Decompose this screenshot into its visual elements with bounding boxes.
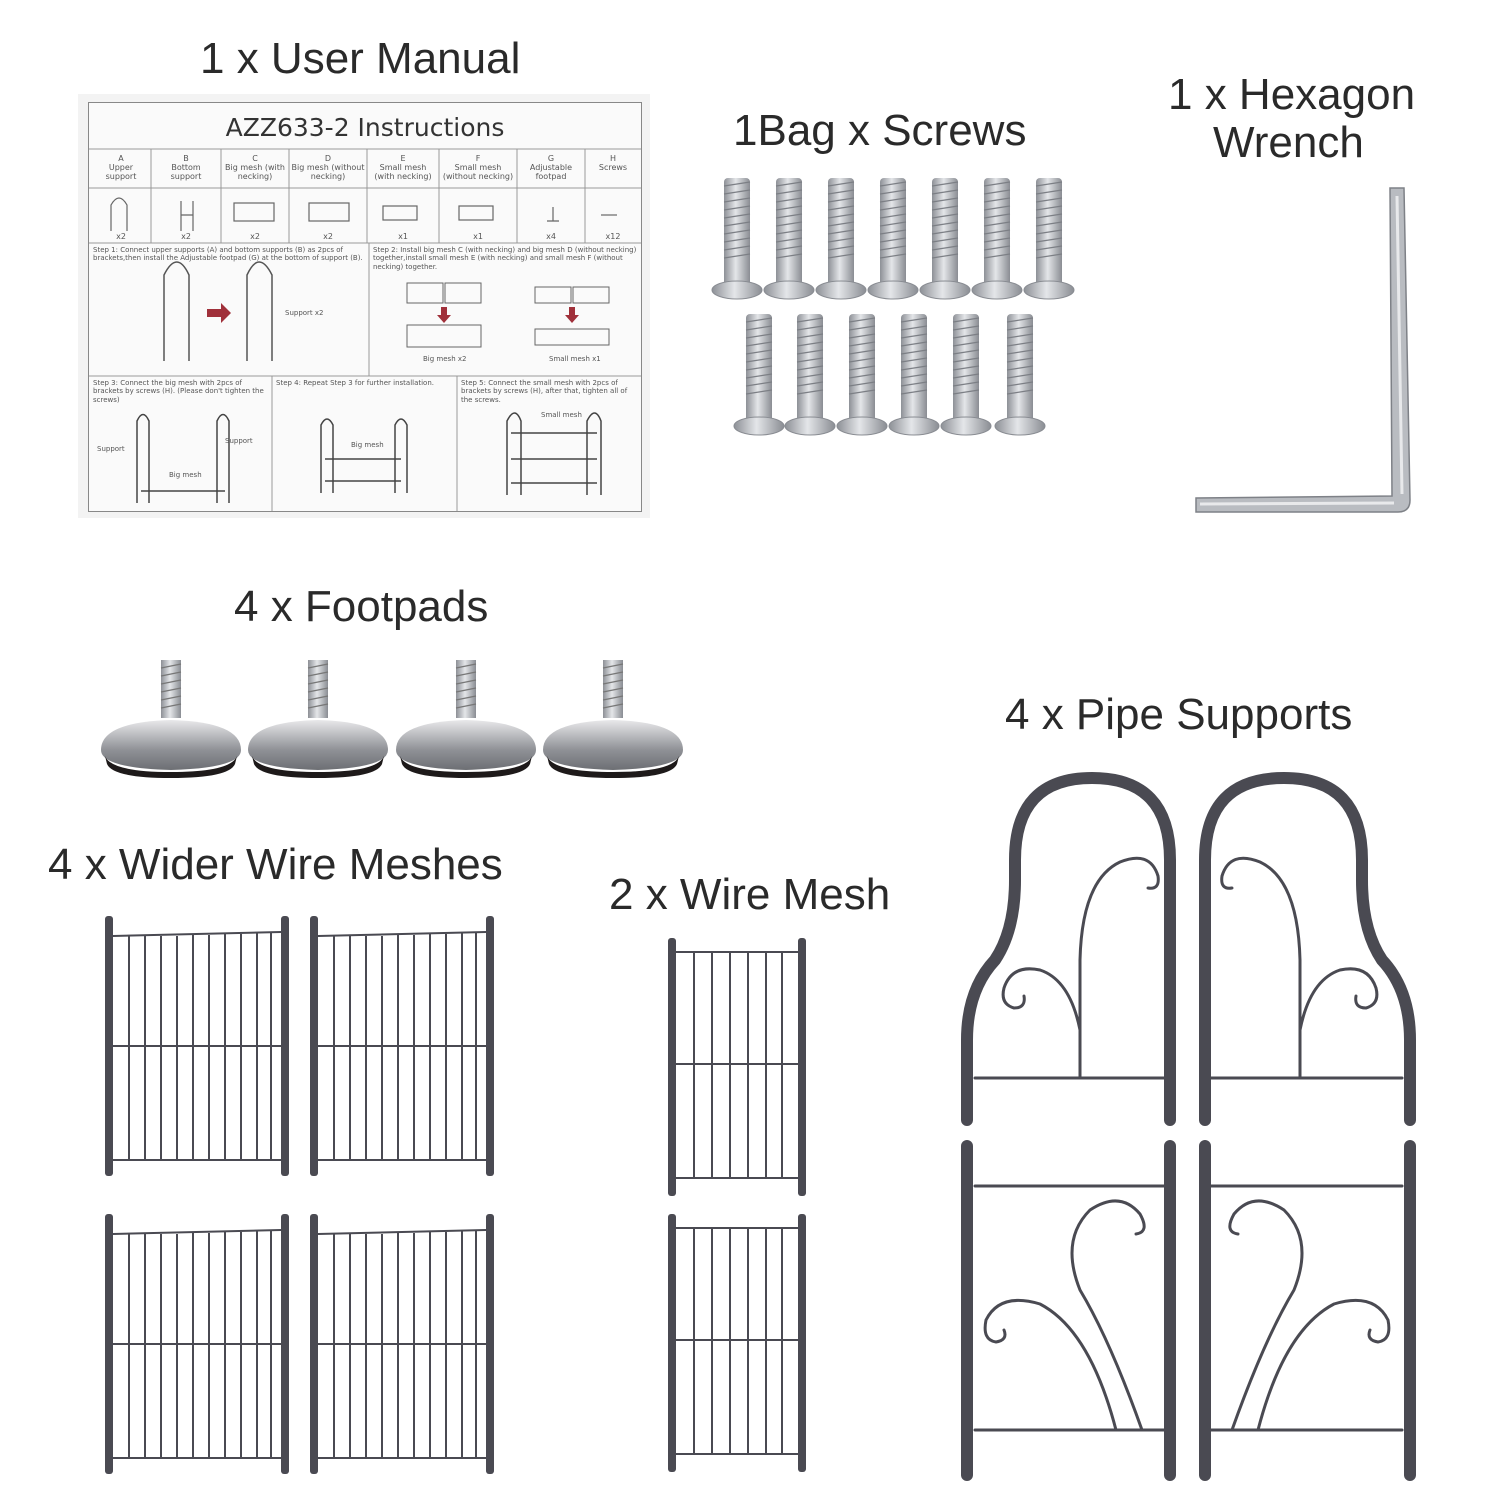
wire-mesh [667, 1213, 807, 1473]
wider-wire-mesh [104, 1213, 290, 1475]
upper-pipe-support-right [1199, 771, 1416, 1126]
wider-wire-mesh [104, 915, 290, 1177]
screw [971, 177, 1023, 300]
big-mesh-x2-note: Big mesh x2 [423, 355, 467, 363]
footpad [100, 659, 242, 779]
wider-wire-mesh [309, 915, 495, 1177]
support-x2-note: Support x2 [285, 309, 324, 317]
part-letter-e: E [400, 154, 406, 163]
pipe-supports-label: 4 x Pipe Supports [1005, 690, 1353, 739]
footpad [247, 659, 389, 779]
user-manual-label: 1 x User Manual [200, 34, 521, 83]
part-name-b: Bottom support [170, 162, 202, 181]
screw [763, 177, 815, 300]
part-name-h: Screws [598, 162, 628, 172]
small-mesh-note: Small mesh [541, 411, 582, 419]
hexagon-wrench [1195, 187, 1411, 513]
wider-wire-mesh [309, 1213, 495, 1475]
part-letter-a: A [118, 154, 124, 163]
wire-mesh-label: 2 x Wire Mesh [609, 870, 891, 919]
footpad [395, 659, 537, 779]
manual-title: AZZ633-2 Instructions [225, 113, 505, 142]
screw [836, 313, 888, 436]
part-qty-g: x4 [546, 232, 556, 241]
footpad [542, 659, 684, 779]
screw [994, 313, 1046, 436]
wrench-label-line1: 1 x Hexagon [1168, 70, 1416, 119]
part-letter-c: C [252, 154, 258, 163]
part-qty-h: x12 [605, 232, 621, 241]
part-qty-b: x2 [181, 232, 191, 241]
part-name-a: Upper support [105, 162, 137, 181]
wire-meshes [667, 937, 807, 1473]
screw [784, 313, 836, 436]
part-name-c: Big mesh (with necking) [225, 162, 285, 181]
big-mesh-note: Big mesh [169, 471, 202, 479]
part-letter-g: G [547, 154, 555, 163]
footpads [100, 659, 684, 779]
screws-label: 1Bag x Screws [733, 106, 1027, 155]
part-name-d: Big mesh (without necking) [291, 162, 365, 181]
wider-wire-meshes [104, 915, 495, 1475]
step4-text: Step 4: Repeat Step 3 for further instal… [276, 379, 435, 387]
part-letter-f: F [475, 154, 481, 163]
step3-text: Step 3: Connect the big mesh with 2pcs o… [93, 379, 264, 404]
support-note-left: Support [97, 445, 125, 453]
big-mesh-note-step4: Big mesh [351, 441, 384, 449]
part-qty-c: x2 [250, 232, 260, 241]
wire-mesh [667, 937, 807, 1197]
screw [919, 177, 971, 300]
part-qty-a: x2 [116, 232, 126, 241]
footpads-label: 4 x Footpads [234, 582, 489, 631]
part-letter-h: H [609, 154, 616, 163]
wider-meshes-label: 4 x Wider Wire Meshes [48, 840, 503, 889]
lower-pipe-support-left [961, 1140, 1176, 1481]
small-mesh-x1-note: Small mesh x1 [549, 355, 601, 363]
manual-sheet: AZZ633-2 Instructions [88, 102, 642, 512]
screws-bag [711, 177, 1075, 436]
screw [711, 177, 763, 300]
part-name-f: Small mesh (without necking) [442, 162, 514, 181]
screw [867, 177, 919, 300]
pipe-supports [961, 771, 1416, 1481]
user-manual: AZZ633-2 Instructions [78, 94, 650, 518]
step5-text: Step 5: Connect the small mesh with 2pcs… [461, 379, 628, 404]
screw [733, 313, 785, 436]
part-letter-d: D [324, 154, 332, 163]
upper-pipe-support-left [961, 771, 1176, 1126]
step1-text: Step 1: Connect upper supports (A) and b… [93, 246, 363, 263]
part-qty-e: x1 [398, 232, 408, 241]
screw [940, 313, 992, 436]
part-qty-d: x2 [323, 232, 333, 241]
support-note-right: Support [225, 437, 253, 445]
manual-grid-lines [89, 148, 641, 511]
screw [1023, 177, 1075, 300]
screw [815, 177, 867, 300]
part-qty-f: x1 [473, 232, 483, 241]
step2-text: Step 2: Install big mesh C (with necking… [373, 246, 637, 271]
part-name-e: Small mesh (with necking) [374, 162, 432, 181]
lower-pipe-support-right [1199, 1140, 1416, 1481]
screw [888, 313, 940, 436]
part-letter-b: B [183, 154, 189, 163]
part-name-g: Adjustable footpad [529, 162, 573, 181]
wrench-label-line2: Wrench [1213, 118, 1364, 167]
